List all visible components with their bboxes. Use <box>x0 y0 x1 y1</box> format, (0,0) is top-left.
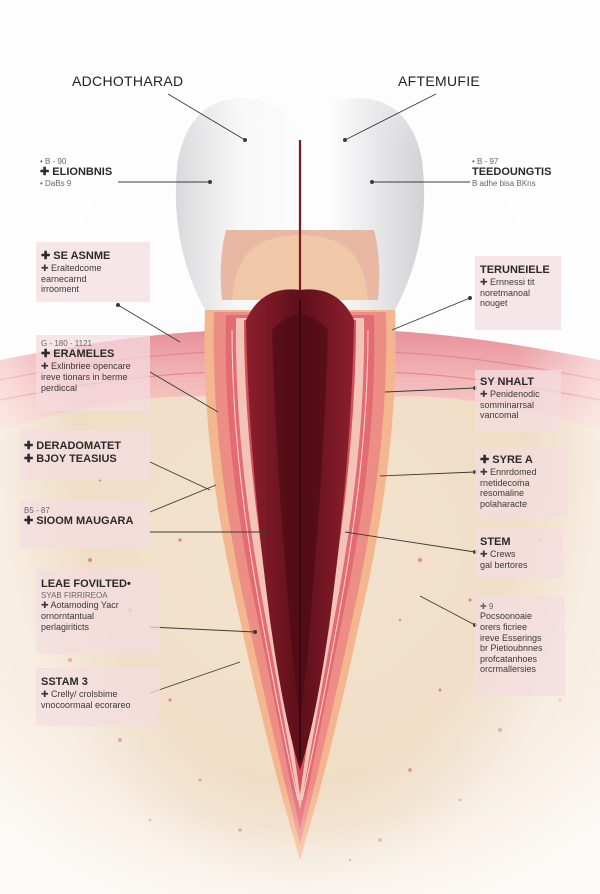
label-r3-b1: ✚ Penidenodic <box>480 388 540 399</box>
label-r6-b3: ireve Esserings <box>480 632 542 643</box>
label-l3-b2: ireve tionars in berme <box>41 372 128 383</box>
label-r2-b2: noretmanoal <box>480 287 531 298</box>
label-l7: SSTAM 3 ✚ Crelly/ crolsbime vnocoormaal … <box>36 668 160 726</box>
label-l5-head: ✚ SIOOM MAUGARA <box>24 515 134 528</box>
label-l5: B5 - 87 ✚ SIOOM MAUGARA <box>20 500 150 548</box>
label-l6-head: LEAE FOVILTED• <box>41 578 131 590</box>
label-l4: ✚ DERADOMATET ✚ BJOY TEASIUS <box>20 430 150 480</box>
label-r1-small: • B - 97 <box>472 157 499 166</box>
label-r3-head: SY NHALT <box>480 376 534 388</box>
label-l1: • B - 90 ✚ ELIONBNIS • DaBs 9 <box>40 157 150 189</box>
label-l2: ✚ SE ASNME ✚ Eraltedcome earnecarnd irro… <box>36 242 150 302</box>
label-l7-b2: vnocoormaal ecorareo <box>41 699 131 710</box>
label-l7-head: SSTAM 3 <box>41 676 88 688</box>
label-r5: STEM ✚ Crews gal bertores <box>475 528 563 578</box>
label-l6-b2: ✚ Aotamoding Yacr <box>41 600 119 611</box>
label-l3: G - 180 - 1121 ✚ ERAMELES ✚ Exlinbriee o… <box>36 335 150 411</box>
label-l1-head: ✚ ELIONBNIS <box>40 166 113 179</box>
label-r4-head: ✚ SYRE A <box>480 454 533 466</box>
label-r4-b4: polaharacte <box>480 498 528 509</box>
label-l6-b4: perlagiriticts <box>41 621 90 632</box>
label-r4: ✚ SYRE A ✚ Ennrdomed rnetidecoma resomal… <box>475 448 567 518</box>
label-l2-head: ✚ SE ASNME <box>41 250 111 262</box>
label-l6: LEAE FOVILTED• SYAB FIRRIREOA ✚ Aotamodi… <box>36 570 160 654</box>
label-l2-b2: irrooment <box>41 284 80 295</box>
label-l4-h2: ✚ BJOY TEASIUS <box>24 452 117 465</box>
label-r2-b1: ✚ Ernnessi tit <box>480 276 535 287</box>
label-r4-b1: ✚ Ennrdomed <box>480 466 537 477</box>
label-r2-b3: nouget <box>480 298 508 309</box>
title-right: AFTEMUFIE <box>398 73 481 89</box>
label-l7-b1: ✚ Crelly/ crolsbime <box>41 688 118 699</box>
label-r6-b2: orers ficriee <box>480 622 528 633</box>
label-l3-small: G - 180 - 1121 <box>41 339 92 348</box>
label-r4-b2: rnetidecoma <box>480 477 530 488</box>
label-l1-sub: • DaBs 9 <box>40 179 72 189</box>
label-l2-b1: ✚ Eraltedcome earnecarnd <box>41 262 102 284</box>
label-r3-b3: vancomal <box>480 410 519 421</box>
label-l3-b3: perdiccal <box>41 382 78 393</box>
label-r1-sub: B adhe bisa BKns <box>472 179 536 189</box>
label-r5-b1: ✚ Crews <box>480 548 516 559</box>
label-r2: TERUNEIELE ✚ Ernnessi tit noretmanoal no… <box>475 256 561 330</box>
leader-lines <box>117 93 476 694</box>
label-r3: SY NHALT ✚ Penidenodic somminarrsal vanc… <box>475 370 561 432</box>
label-r6-b5: profcatanhoes <box>480 653 538 664</box>
title-left: ADCHOTHARAD <box>72 73 184 89</box>
label-l6-b1: SYAB FIRRIREOA <box>41 590 108 600</box>
label-r1: • B - 97 TEEDOUNGTIS B adhe bisa BKns <box>472 157 582 189</box>
label-r4-b3: resomaline <box>480 488 525 499</box>
label-r6: ✚ 9 Pocsoonoaie orers ficriee ireve Esse… <box>475 596 565 696</box>
label-r6-small: ✚ 9 <box>480 602 494 611</box>
label-r5-head: STEM <box>480 536 511 548</box>
label-r6-b6: orcrmallersies <box>480 664 537 675</box>
label-l5-small: B5 - 87 <box>24 506 50 515</box>
label-r2-head: TERUNEIELE <box>480 264 550 276</box>
label-l4-head: ✚ DERADOMATET <box>24 440 122 452</box>
label-l3-head: ✚ ERAMELES <box>41 348 115 361</box>
label-l3-b1: ✚ Exlinbriee opencare <box>41 361 131 372</box>
label-r6-b4: br Pietioubnnes <box>480 643 543 654</box>
label-l1-small: • B - 90 <box>40 157 67 166</box>
label-r3-b2: somminarrsal <box>480 399 535 410</box>
label-r6-b1: Pocsoonoaie <box>480 611 533 622</box>
label-r1-head: TEEDOUNGTIS <box>472 166 552 179</box>
label-r5-b2: gal bertores <box>480 559 528 570</box>
label-l6-b3: ornorntantual <box>41 611 95 622</box>
